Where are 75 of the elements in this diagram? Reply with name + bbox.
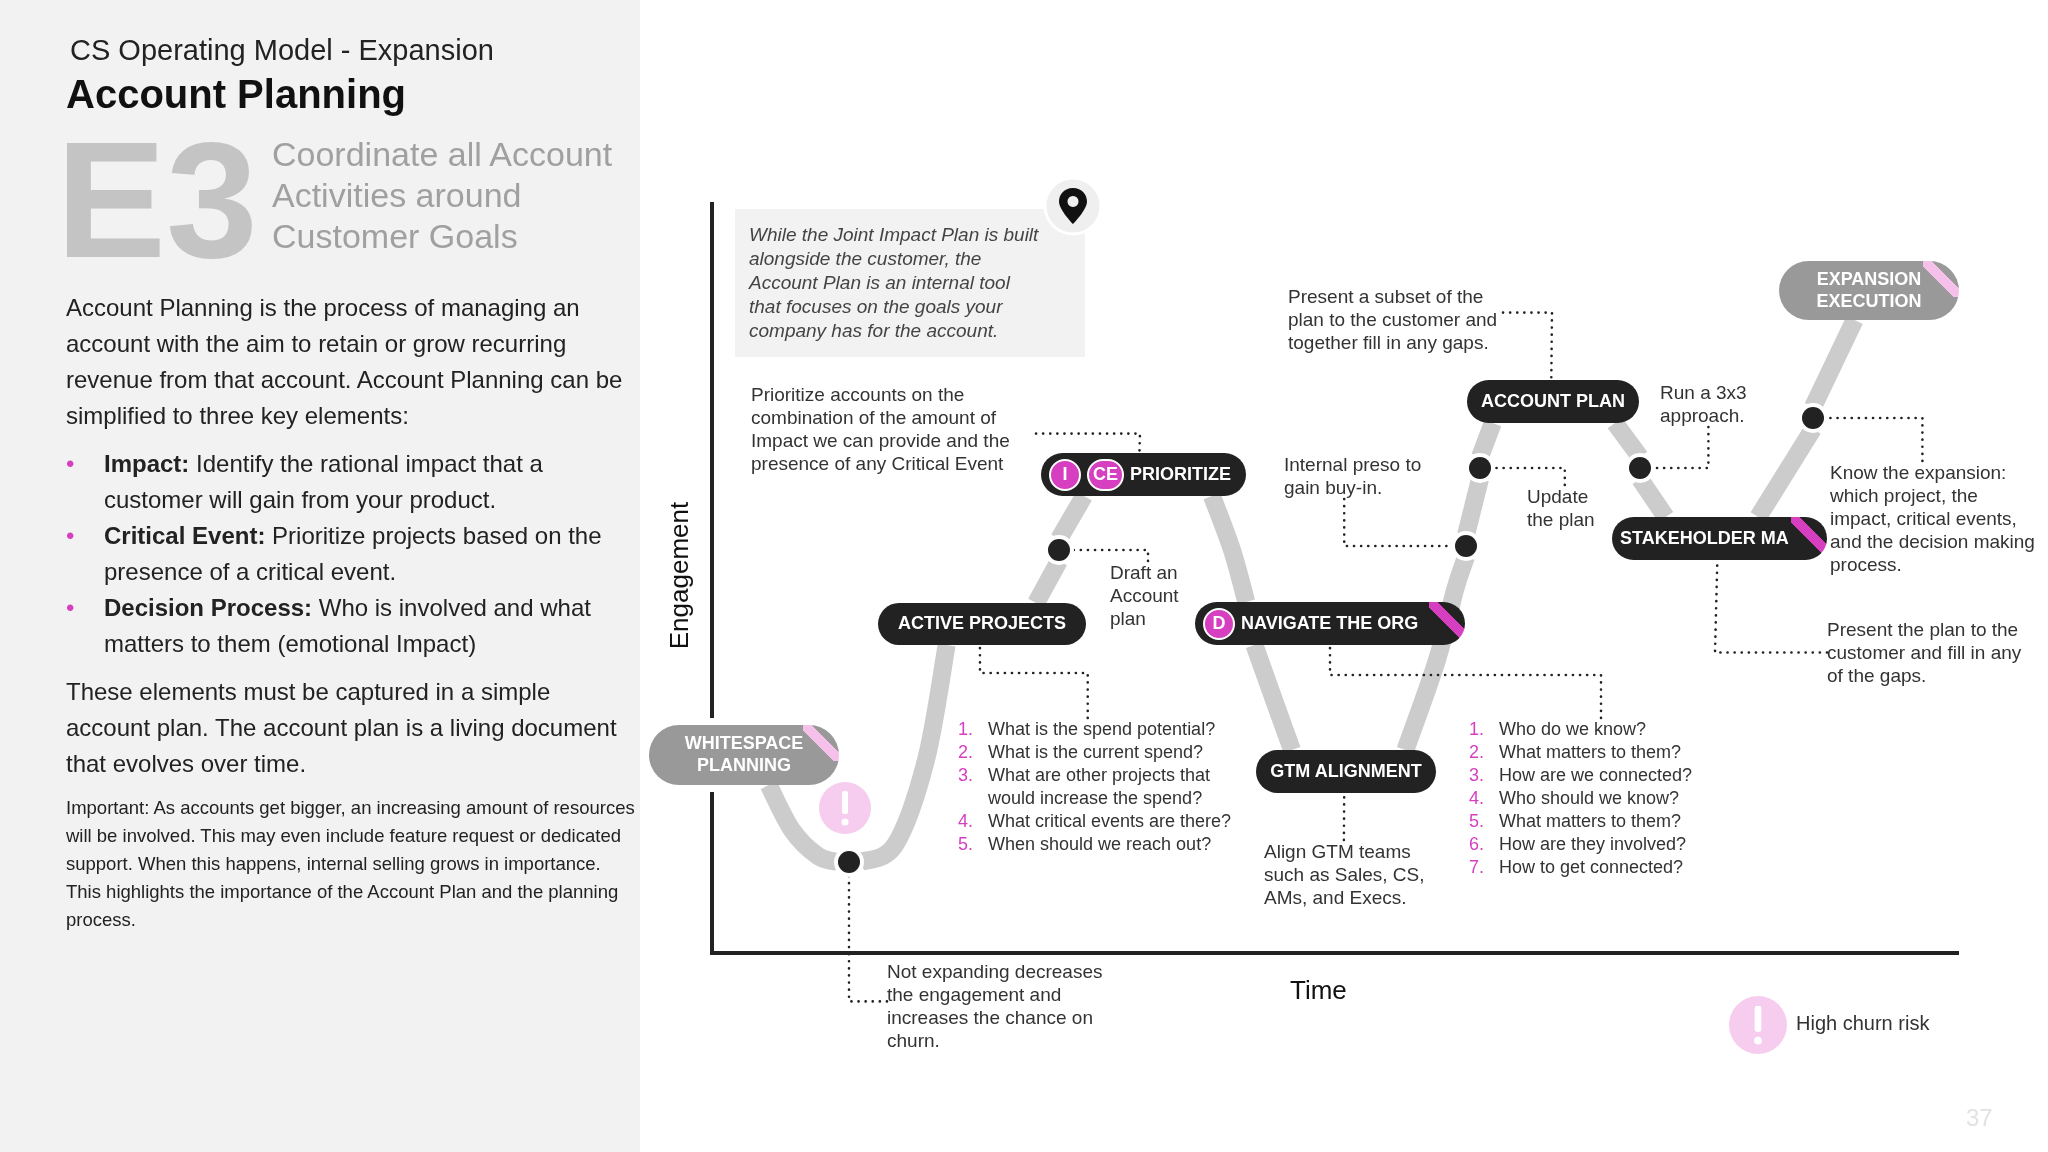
bullet-text: Decision Process: Who is involved and what matters to them (emotional Impact)	[104, 594, 591, 657]
question-text: What critical events are there?	[988, 811, 1232, 831]
note-paragraph: Important: As accounts get bigger, an increasing amount of resources will be involved. This may even include feature request or dedicated support. When this happens, internal selling grows in importance. This highlights the importance of the Account Plan and the planning process.	[66, 796, 636, 932]
stage-pill	[1467, 380, 1639, 423]
bullet-text: Impact: Identify the rational impact that a customer will gain from your product.	[104, 450, 543, 513]
question-text: Who should we know?	[1499, 788, 1680, 808]
axis-label: Time	[1290, 975, 1347, 1006]
body-paragraph: Account Planning is the process of managing an account with the aim to retain or grow recurring revenue from that account. Account Planning can be simplified to three key elements:	[66, 293, 624, 431]
stage-label: GTM ALIGNMENT	[1270, 760, 1422, 783]
question-text: When should we reach out?	[988, 834, 1212, 854]
stage-label: PRIORITIZE	[1130, 463, 1232, 486]
track-dot	[1469, 457, 1491, 479]
section-subtitle: Coordinate all Account Activities around Customer Goals	[272, 134, 614, 257]
list-number: 2.	[1469, 741, 1484, 764]
stage-label: EXPANSION EXECUTION	[1815, 268, 1923, 313]
question-text: What is the spend potential?	[988, 719, 1216, 739]
list-number: 6.	[1469, 833, 1484, 856]
callout-text: Run a 3x3 approach.	[1660, 381, 1770, 427]
track-dot	[838, 851, 860, 873]
question-text: How are we connected?	[1499, 765, 1693, 785]
list-number: 1.	[1469, 718, 1484, 741]
list-number: 4.	[958, 810, 973, 833]
letter-badge: CE	[1087, 458, 1124, 491]
track-dot	[1455, 535, 1477, 557]
stage-label: WHITESPACE PLANNING	[683, 733, 805, 777]
bullet-marker: •	[66, 521, 75, 551]
stage-pill	[1612, 517, 1827, 560]
stage-label: ACTIVE PROJECTS	[898, 613, 1066, 635]
callout-text: Know the expansion: which project, the impact, critical events, and the decision making process.	[1830, 461, 2040, 576]
bullet-marker: •	[66, 593, 75, 623]
letter-badge: I	[1049, 458, 1081, 491]
callout-text: Not expanding decreases the engagement and increases the chance on churn.	[887, 960, 1117, 1052]
question-text: What are other projects that would increase the spend?	[988, 765, 1211, 808]
track-dot	[1629, 457, 1651, 479]
list-number: 4.	[1469, 787, 1484, 810]
callout-text: Prioritize accounts on the combination of the amount of Impact we can provide and the presence of any Critical Event	[751, 383, 1036, 475]
list-number: 1.	[958, 718, 973, 741]
stage-label: STAKEHOLDER MA	[1620, 527, 1789, 550]
list-number: 5.	[1469, 810, 1484, 833]
question-text: How to get connected?	[1499, 857, 1684, 877]
stage-pill	[1256, 750, 1436, 793]
bullet-marker: •	[66, 449, 75, 479]
list-number: 3.	[1469, 764, 1484, 787]
list-number: 3.	[958, 764, 973, 787]
list-number: 7.	[1469, 856, 1484, 879]
callout-text: Present a subset of the plan to the customer and together fill in any gaps.	[1288, 285, 1503, 354]
legend-label: High churn risk	[1796, 1012, 1930, 1035]
stage-label: ACCOUNT PLAN	[1481, 390, 1625, 413]
stage-pill	[1041, 453, 1246, 496]
stage-pill	[649, 725, 839, 785]
question-text: Who do we know?	[1499, 719, 1647, 739]
stage-pill	[878, 603, 1086, 645]
track-dot	[1802, 407, 1824, 429]
axis-label: Engagement	[663, 500, 695, 652]
question-text: What matters to them?	[1499, 811, 1682, 831]
section-heading: CS Operating Model - Expansion	[70, 34, 494, 67]
question-text: What matters to them?	[1499, 742, 1682, 762]
stage-pill	[1195, 602, 1465, 645]
leader-line	[1034, 432, 1142, 455]
callout-text: Update the plan	[1527, 485, 1617, 531]
list-number: 2.	[958, 741, 973, 764]
note-box: While the Joint Impact Plan is built alongside the customer, the Account Plan is an internal tool that focuses on the goals your company has for the account.	[735, 209, 1085, 357]
list-number: 5.	[958, 833, 973, 856]
letter-badge: D	[1203, 607, 1235, 640]
question-text: What is the current spend?	[988, 742, 1204, 762]
leader-line	[1501, 311, 1554, 382]
stage-label: NAVIGATE THE ORG	[1241, 612, 1419, 635]
page-title: Account Planning	[66, 72, 406, 117]
body-paragraph: These elements must be captured in a simple account plan. The account plan is a living document that evolves over time.	[66, 677, 618, 779]
callout-text: Internal preso to gain buy-in.	[1284, 453, 1424, 499]
bullet-text: Critical Event: Prioritize projects based on the presence of a critical event.	[104, 522, 602, 585]
track-dot	[1048, 539, 1070, 561]
callout-text: Align GTM teams such as Sales, CS, AMs, and Execs.	[1264, 840, 1434, 909]
question-text: How are they involved?	[1499, 834, 1687, 854]
callout-text: Present the plan to the customer and fill in any of the gaps.	[1827, 618, 2032, 687]
